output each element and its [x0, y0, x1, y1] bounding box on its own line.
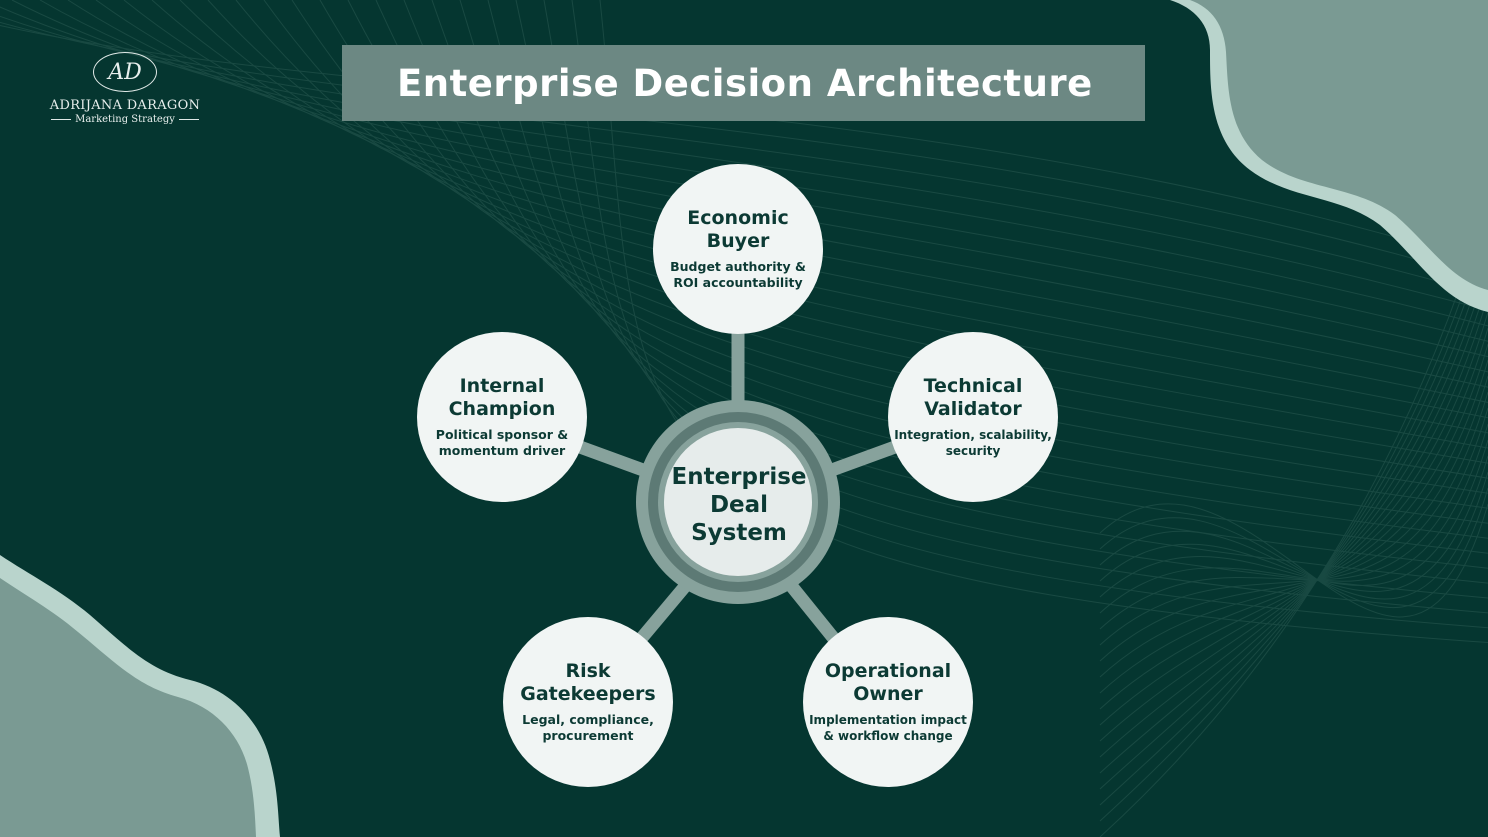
title-banner: Enterprise Decision Architecture [342, 45, 1145, 121]
background-curve [1099, 503, 1488, 618]
node-description: Integration, scalability, security [894, 428, 1052, 458]
background-curve [319, 0, 1488, 494]
background-curve [0, 6, 1488, 311]
background-curve [67, 0, 1488, 358]
hub [636, 400, 840, 604]
node-title: Technical Validator [923, 375, 1023, 420]
tagline-rule-right [178, 119, 199, 120]
node-operational-owner: Operational Owner Implementation impact … [803, 617, 973, 787]
logo-tagline-row: Marketing Strategy [48, 114, 202, 125]
background-curve [39, 0, 1488, 342]
node-risk-gatekeepers: Risk Gatekeepers Legal, compliance, proc… [503, 617, 673, 787]
logo-monogram: AD [93, 52, 157, 92]
brand-logo: AD ADRIJANA DARAGON Marketing Strategy [48, 52, 202, 132]
background-curve [347, 0, 1488, 509]
node-technical-validator: Technical Validator Integration, scalabi… [888, 332, 1058, 502]
logo-name: ADRIJANA DARAGON [49, 98, 201, 113]
hub-core [664, 428, 812, 576]
background-curve [403, 0, 1488, 539]
top-right-wave-decoration [1170, 0, 1488, 312]
logo-tagline: Marketing Strategy [75, 114, 175, 125]
background-curve [431, 0, 1488, 554]
node-description: Political sponsor & momentum driver [435, 427, 569, 458]
background-curve [1099, 471, 1488, 600]
node-internal-champion: Internal Champion Political sponsor & mo… [417, 332, 587, 502]
spoke-operational-owner [779, 573, 841, 645]
node-description: Implementation impact & workflow change [809, 713, 967, 743]
background-curve [11, 0, 1488, 327]
bottom-left-wave-decoration [0, 555, 280, 837]
tagline-rule-left [51, 119, 72, 120]
node-title: Risk Gatekeepers [520, 660, 656, 705]
node-description: Legal, compliance, procurement [522, 712, 654, 743]
hub-label: Enterprise Deal System [671, 463, 807, 546]
node-title: Internal Champion [448, 375, 556, 420]
page-title: Enterprise Decision Architecture [397, 61, 1093, 105]
node-title: Operational Owner [824, 660, 952, 705]
background-curve [459, 0, 1488, 569]
spoke-risk-gatekeepers [635, 573, 697, 645]
node-title: Economic Buyer [687, 207, 789, 252]
background-curve [1099, 455, 1488, 592]
background-curve [375, 0, 1488, 524]
node-economic-buyer: Economic Buyer Budget authority & ROI ac… [653, 164, 823, 334]
node-description: Budget authority & ROI accountability [670, 259, 806, 290]
